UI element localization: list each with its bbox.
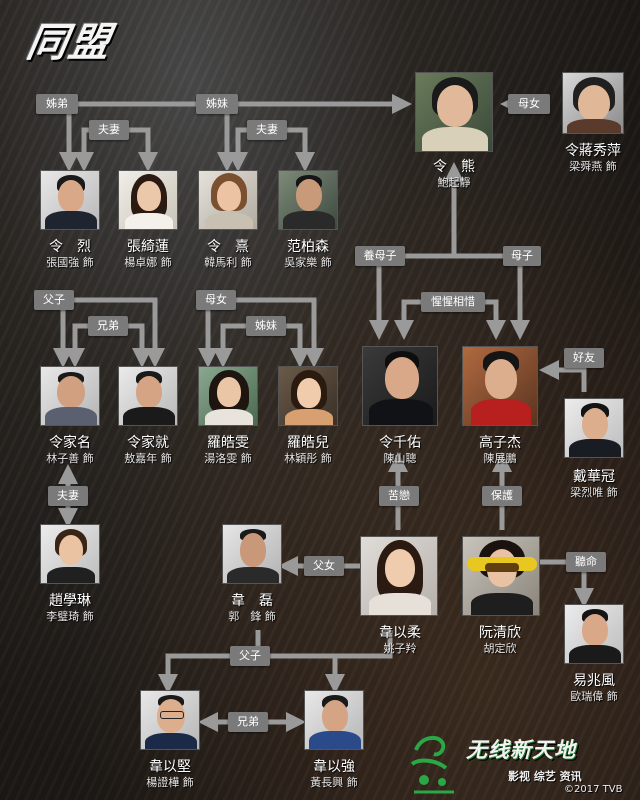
relation-father-son-1: 父子 [34,290,74,310]
relation-sisters-mid: 姊妹 [246,316,286,336]
actor-credit: 韓馬利 飾 [204,256,252,269]
portrait-chiu-hok-lam [40,524,100,584]
relation-brothers-2: 兄弟 [228,712,268,732]
relation-father-daughter: 父女 [304,556,344,576]
character-name: 羅皓兒 [287,435,329,451]
actor-credit: 湯洛雯 飾 [204,452,252,465]
character-name: 令 熊 [433,159,475,175]
actor-credit: 郭 鋒 飾 [228,610,276,623]
watermark-title: 无线新天地 [466,738,576,762]
relation-adoptive-mother-son: 養母子 [355,246,405,266]
actor-credit: 陳山聰 [383,452,417,465]
relation-good-friends: 好友 [564,348,604,368]
character-name: 趙學琳 [49,593,91,609]
watermark-subtitle: 影视 综艺 资讯 [508,770,582,783]
portrait-law-ho-man [198,366,258,426]
actor-credit: 陳展鵬 [483,452,517,465]
character-name: 戴華冠 [573,469,615,485]
portrait-ling-ka-ming [40,366,100,426]
character-name: 令家就 [127,435,169,451]
portrait-ling-lit [40,170,100,230]
actor-credit: 梁烈唯 飾 [570,486,618,499]
relation-spouse-3: 夫妻 [48,486,88,506]
character-name: 高子杰 [479,435,521,451]
character-name: 韋以柔 [379,625,421,641]
actor-credit: 鮑起靜 [437,176,471,189]
character-name: 令蔣秀萍 [565,143,621,159]
relation-mother-daughter-top: 母女 [508,94,550,114]
actor-credit: 楊卓娜 飾 [124,256,172,269]
portrait-wai-yi-yau [360,536,438,616]
actor-credit: 梁舜燕 飾 [569,160,617,173]
portrait-ling-ka-chau [118,366,178,426]
actor-credit: 歐瑞偉 飾 [570,690,618,703]
portrait-ling-chin-yau [362,346,438,426]
relation-mother-son: 母子 [503,246,541,266]
portrait-law-ho-yi [278,366,338,426]
relation-father-son-2: 父子 [230,646,270,666]
portrait-yuen-ching-yan [462,536,540,616]
portrait-ling-tseung-sau-ping [562,72,624,134]
actor-credit: 林子善 飾 [46,452,94,465]
relation-mother-daughter-mid: 母女 [196,290,236,310]
actor-credit: 胡定欣 [483,642,517,655]
actor-credit: 李璧琦 飾 [46,610,94,623]
character-name: 羅皓雯 [207,435,249,451]
character-name: 張綺蓮 [127,239,169,255]
relation-takes-orders: 聽命 [566,552,606,572]
watermark-copyright: ©2017 TVB [564,784,623,795]
actor-credit: 楊證樺 飾 [146,776,194,789]
relation-sister-brother: 姊弟 [36,94,78,114]
portrait-yik-siu-fung [564,604,624,664]
portrait-wai-yi-keung [304,690,364,750]
character-name: 令 熹 [207,239,249,255]
relation-bitter-love: 苦戀 [379,486,419,506]
portrait-fan-pak-sum [278,170,338,230]
portrait-wai-lui [222,524,282,584]
relation-spouse-2: 夫妻 [247,120,287,140]
actor-credit: 林穎彤 飾 [284,452,332,465]
relation-spouse-1: 夫妻 [89,120,129,140]
watermark-logo-icon [410,735,454,794]
actor-credit: 黃長興 飾 [310,776,358,789]
character-name: 韋以強 [313,759,355,775]
actor-credit: 吳家樂 飾 [284,256,332,269]
character-name: 令家名 [49,435,91,451]
character-name: 范柏森 [287,239,329,255]
relation-mutual-respect: 惺惺相惜 [421,292,485,312]
portrait-ko-chi-kit [462,346,538,426]
portrait-wai-yi-kin [140,690,200,750]
character-name: 令千佑 [379,435,421,451]
character-name: 阮清欣 [479,625,521,641]
portrait-tai-wah-kwun [564,398,624,458]
relation-sisters-top: 姊妹 [196,94,238,114]
character-name: 韋 磊 [231,593,273,609]
portrait-ling-hei [198,170,258,230]
portrait-ling-hung [415,72,493,152]
portrait-cheung-yee-lin [118,170,178,230]
character-name: 韋以堅 [149,759,191,775]
character-name: 易兆風 [573,673,615,689]
relation-protect: 保護 [482,486,522,506]
watermark: 无线新天地 影视 综艺 资讯 ©2017 TVB [404,728,640,800]
actor-credit: 敖嘉年 飾 [124,452,172,465]
actor-credit: 張國強 飾 [46,256,94,269]
actor-credit: 姚子羚 [383,642,417,655]
character-name: 令 烈 [49,239,91,255]
relation-brothers-1: 兄弟 [88,316,128,336]
